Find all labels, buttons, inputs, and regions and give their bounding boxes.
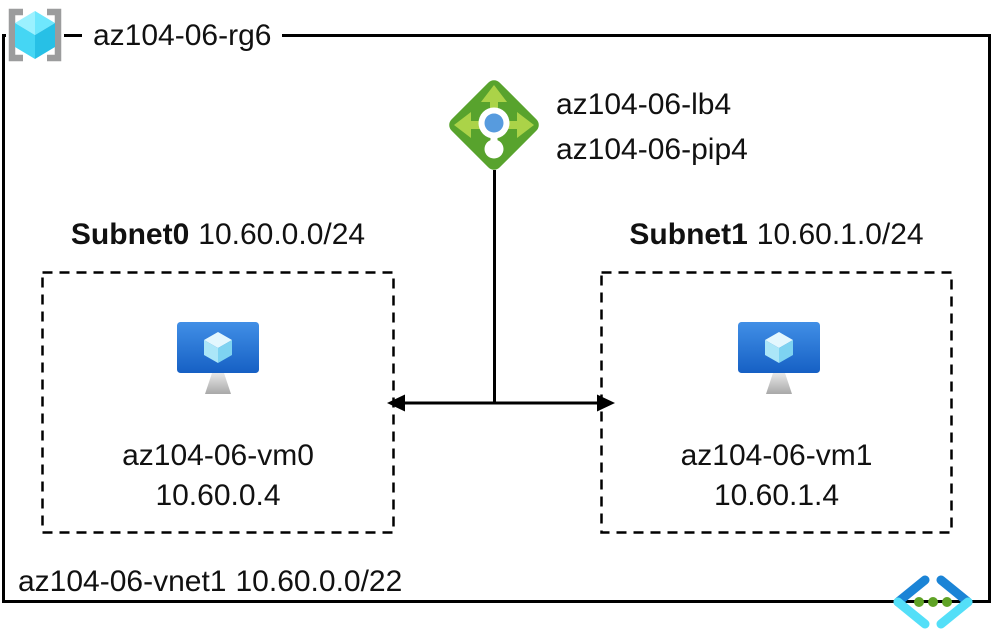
lb-arrow-up-head [481, 85, 507, 102]
lb-keyhole-circle [484, 139, 504, 159]
resource-group-label: az104-06-rg6 [82, 19, 283, 53]
vnet-dot-2 [928, 597, 938, 607]
vm0-ip: 10.60.0.4 [155, 479, 281, 512]
resource-group-icon [6, 7, 64, 64]
vnet-dot-1 [914, 597, 924, 607]
vm-cube-right [218, 340, 232, 363]
vnet-chevron-right-bottom [936, 597, 973, 629]
vm1-ip: 10.60.1.4 [713, 479, 840, 512]
lb-arrow-right-shaft [501, 121, 519, 129]
vnet-dot-3 [942, 597, 952, 607]
rg-cube-right-face [35, 23, 55, 59]
lb-arrow-right-head [517, 112, 534, 138]
virtual-machine-icon [738, 322, 820, 394]
vm-cube-right [779, 340, 793, 363]
lb-arrow-left-shaft [469, 121, 487, 129]
public-ip-name: az104-06-pip4 [556, 133, 748, 166]
vm-cube-left [765, 340, 779, 363]
rg-cube-top-left [15, 11, 35, 35]
vnet-chevron-left-top [893, 575, 930, 607]
subnet0-cidr: 10.60.0.0/24 [198, 218, 366, 251]
lb-arrow-left-head [454, 112, 471, 138]
virtual-machine-icon [177, 322, 259, 394]
rg-bracket-right [47, 8, 62, 62]
vnet-chevron-left-bottom [893, 597, 930, 629]
load-balancer-labels: az104-06-lb4 az104-06-pip4 [556, 82, 748, 172]
vm-stand [205, 373, 231, 394]
vm-stand [766, 373, 792, 394]
vm-cube-left [204, 340, 218, 363]
subnet1-cidr: 10.60.1.0/24 [756, 218, 924, 251]
vm0-name: az104-06-vm0 [122, 439, 314, 472]
vm-cube [765, 332, 793, 363]
rg-bracket-left [8, 8, 23, 62]
virtual-network-icon [893, 575, 973, 629]
lb-center-dot [484, 113, 504, 133]
load-balancer-icon [449, 80, 539, 170]
vm1-name: az104-06-vm1 [680, 439, 873, 472]
rg-cube [15, 11, 55, 59]
vnet-cidr: 10.60.0.0/22 [235, 565, 403, 598]
rg-cube-top-right [35, 11, 55, 35]
rg-cube-left-face [15, 23, 35, 59]
subnet1-name: Subnet1 [629, 218, 748, 251]
vm1-label: az104-06-vm1 10.60.1.4 [601, 436, 952, 516]
vnet-chevron-right-top [936, 575, 973, 607]
load-balancer-name: az104-06-lb4 [556, 88, 732, 121]
vm-cube [204, 332, 232, 363]
subnet0-name: Subnet0 [70, 218, 190, 251]
arrowhead-right [597, 394, 615, 412]
resource-group-border [2, 34, 991, 603]
vnet-name: az104-06-vnet1 [18, 565, 227, 598]
vm0-label: az104-06-vm0 10.60.0.4 [42, 436, 394, 516]
arrowhead-left [387, 394, 405, 412]
